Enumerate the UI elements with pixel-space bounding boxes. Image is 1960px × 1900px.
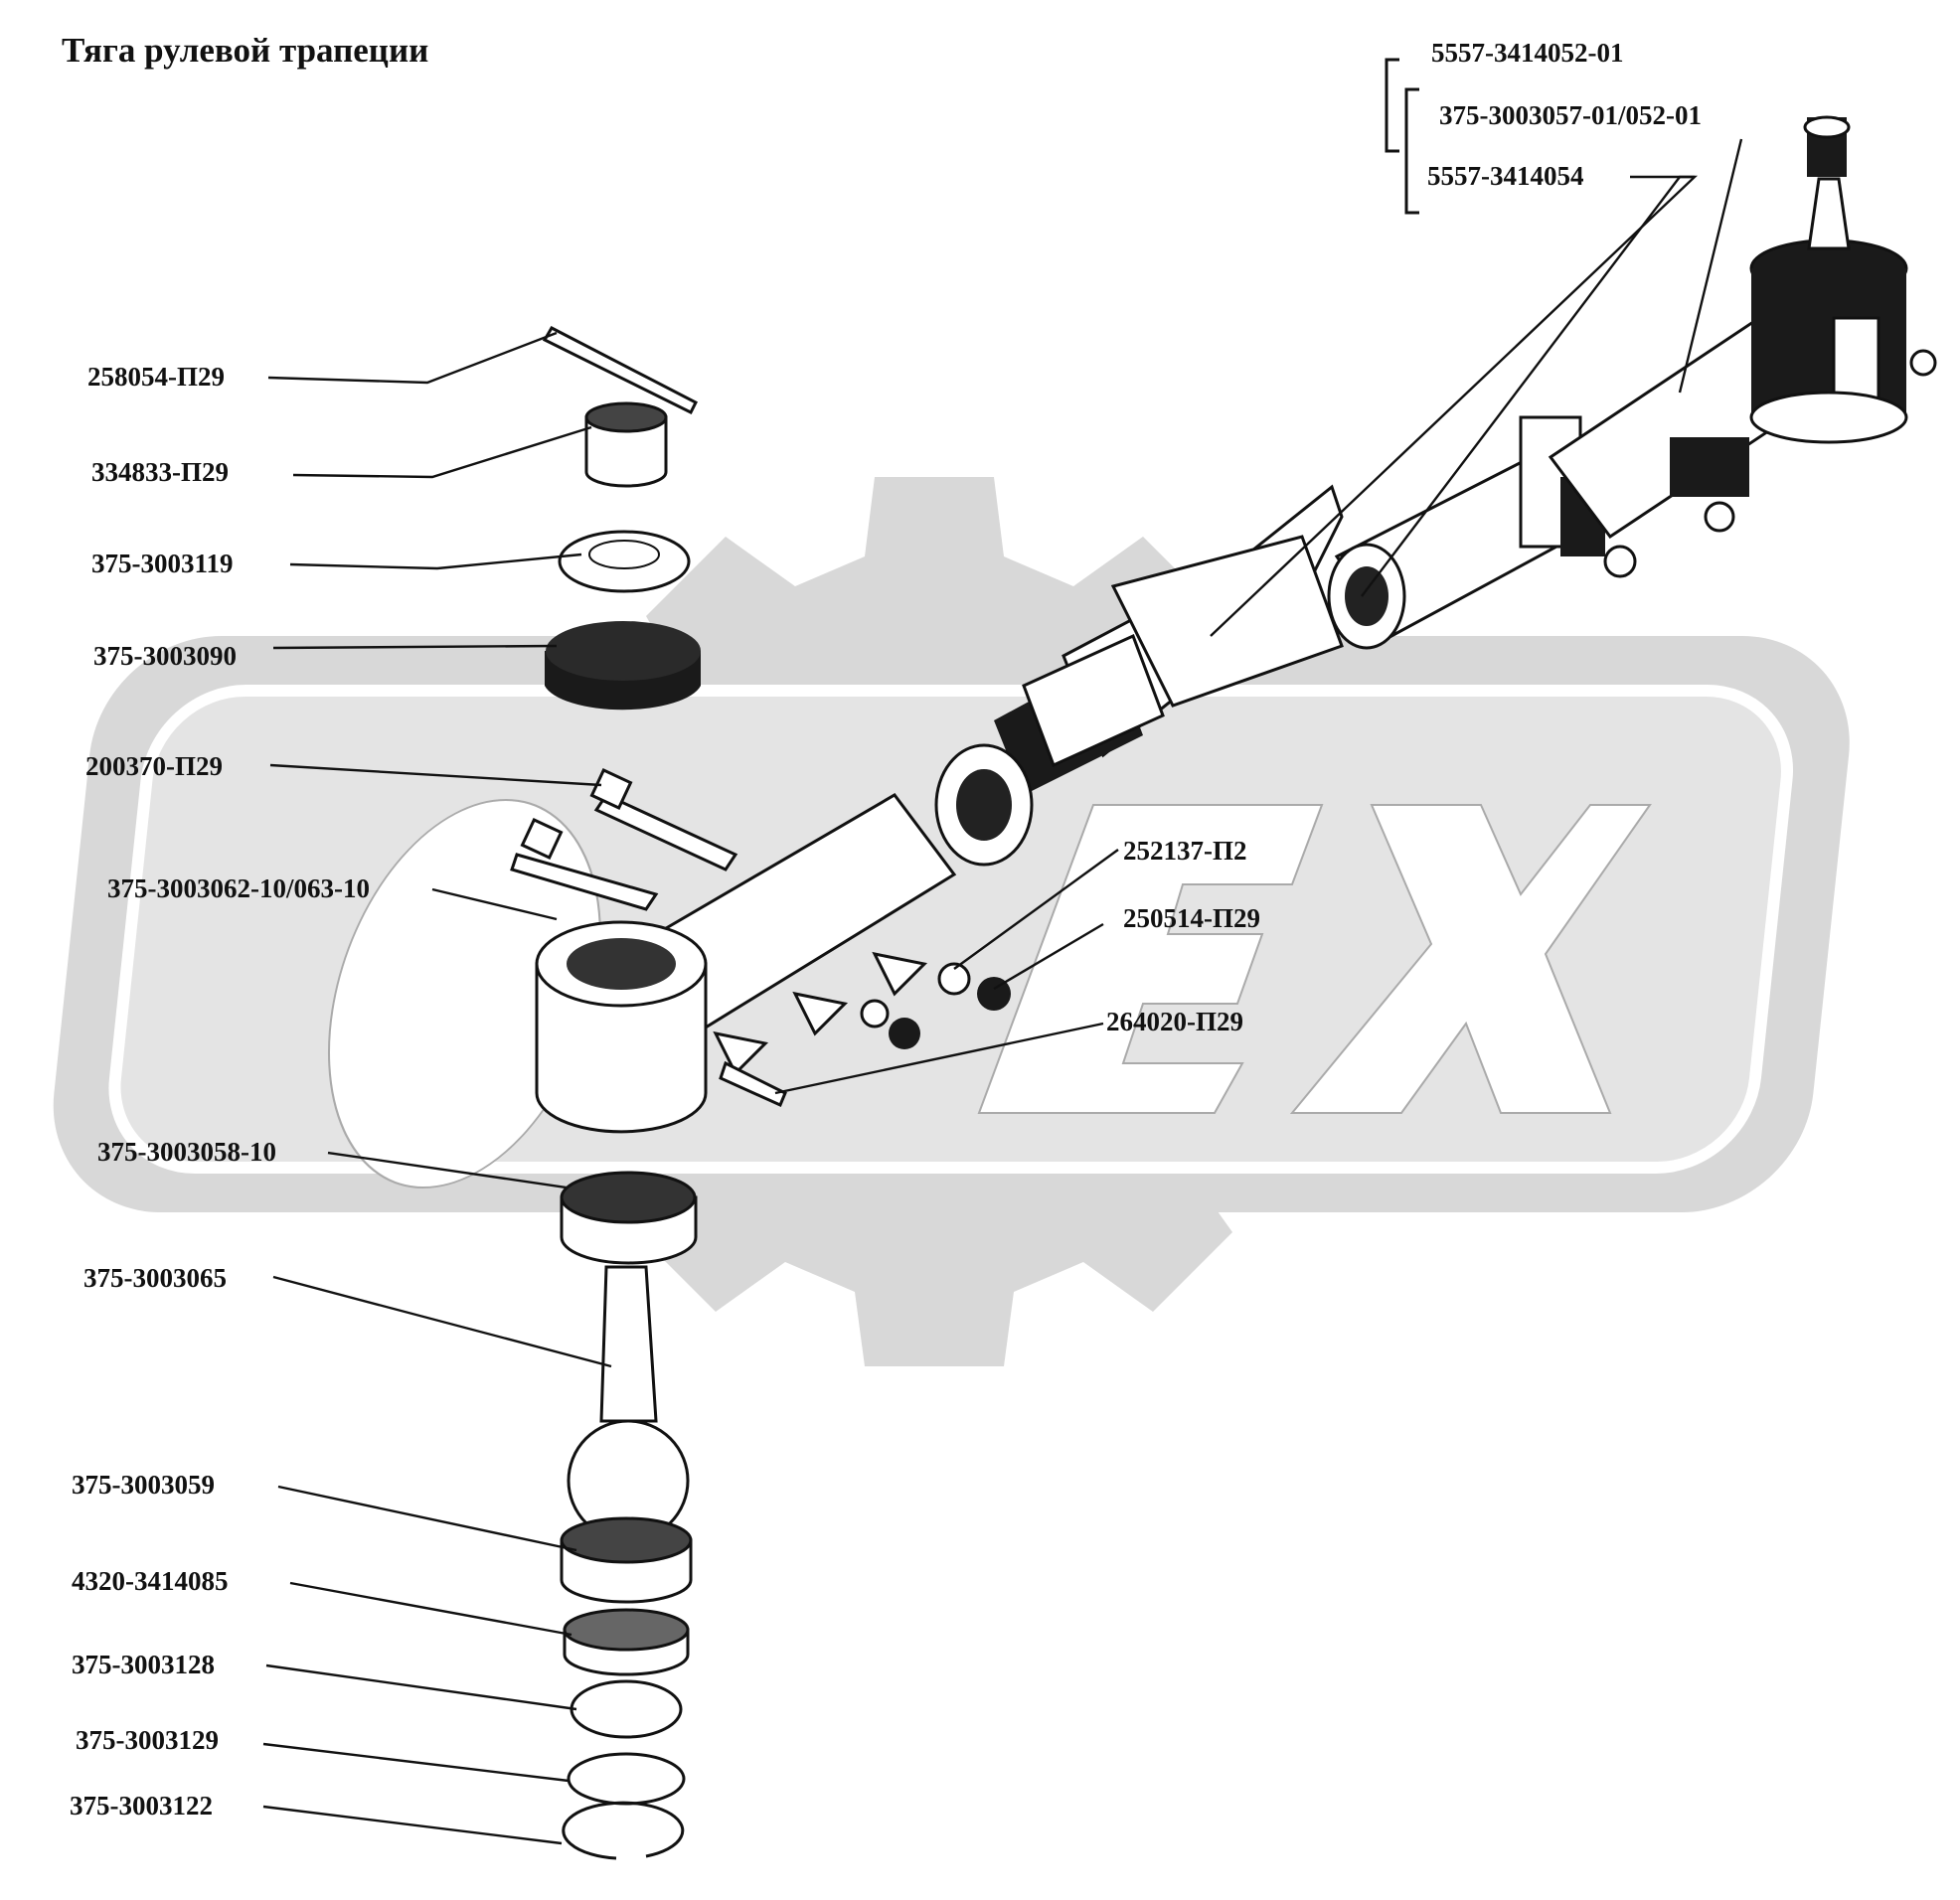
tie-rod-end-right	[1548, 115, 1937, 540]
lower-stack-parts	[560, 1171, 698, 1860]
tie-rod-tube	[934, 415, 1637, 867]
label-375-3003062-10-063-10: 375-3003062-10/063-10	[107, 873, 370, 903]
label-375-3003065: 375-3003065	[83, 1263, 227, 1293]
cotter-pin	[542, 326, 699, 415]
label-5557-3414052-01: 5557-3414052-01	[1431, 38, 1623, 68]
label-252137-P2: 252137-П2	[1123, 836, 1247, 866]
label-5557-3414054: 5557-3414054	[1427, 161, 1584, 191]
label-375-3003129: 375-3003129	[76, 1725, 219, 1755]
label-375-3003059: 375-3003059	[72, 1470, 215, 1500]
label-334833-P29: 334833-П29	[91, 457, 229, 487]
label-264020-P29: 264020-П29	[1106, 1007, 1243, 1036]
ball-pin-shank	[599, 1265, 658, 1423]
tie-rod-end-left	[535, 793, 957, 1134]
spring-cup	[570, 1679, 683, 1739]
label-375-3003128: 375-3003128	[72, 1650, 215, 1679]
label-250514-P29: 250514-П29	[1123, 903, 1260, 933]
label-258054-P29: 258054-П29	[87, 362, 225, 392]
leader-lines	[262, 138, 1743, 1845]
label-375-3003057-01-052-01: 375-3003057-01/052-01	[1439, 100, 1702, 130]
label-375-3003058-10: 375-3003058-10	[97, 1137, 276, 1167]
label-375-3003090: 375-3003090	[93, 641, 237, 671]
castle-nut	[584, 415, 668, 488]
page-title: Тяга рулевой трапеции	[62, 31, 428, 70]
retaining-washer	[567, 1752, 686, 1806]
label-375-3003122: 375-3003122	[70, 1791, 213, 1821]
upper-stack-parts	[542, 326, 701, 711]
label-4320-3414085: 4320-3414085	[72, 1566, 229, 1596]
watermark-text	[327, 799, 1652, 1188]
label-375-3003119: 375-3003119	[91, 549, 234, 578]
snap-ring	[562, 1801, 685, 1860]
clamp-bolts	[510, 767, 738, 911]
label-bracket	[1385, 58, 1419, 215]
small-hardware	[719, 962, 1011, 1108]
label-200370-P29: 200370-П29	[85, 751, 223, 781]
